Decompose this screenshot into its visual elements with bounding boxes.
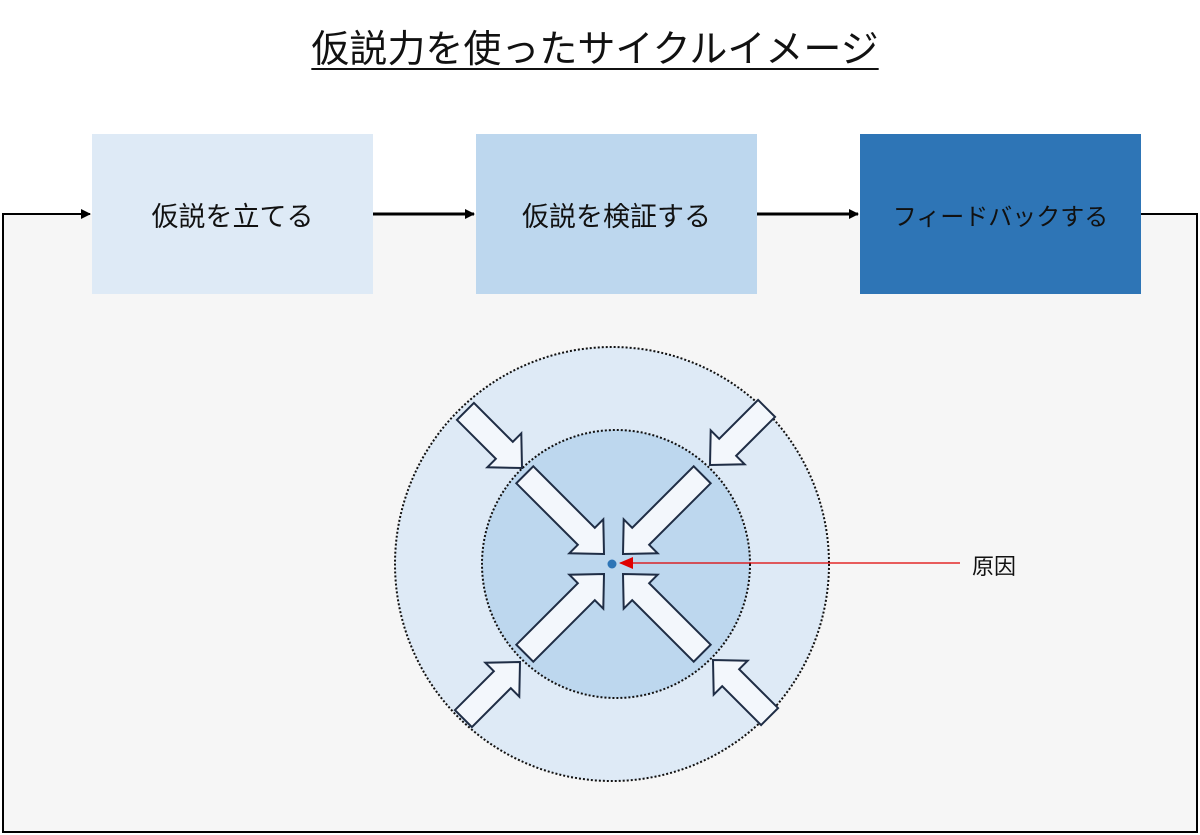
step-feedback: フィードバックする (860, 134, 1141, 294)
inner-arrow-nw (514, 464, 606, 556)
inner-arrow-ne (621, 464, 713, 556)
inner-arrow-se (621, 572, 713, 664)
feedback-loop-connector (2, 209, 1198, 833)
step-verify: 仮説を検証する (476, 134, 757, 294)
diagram-title: 仮説力を使ったサイクルイメージ (311, 27, 879, 71)
step-hypothesize: 仮説を立てる (92, 134, 373, 294)
outer-arrow-sw (453, 660, 522, 729)
inner-arrow-sw (514, 572, 606, 664)
outer-arrow-ne (708, 398, 777, 467)
outer-arrow-nw (455, 401, 524, 470)
cause-label: 原因 (972, 555, 1017, 580)
cause-dot (607, 559, 617, 569)
outer-arrow-se (711, 658, 780, 727)
